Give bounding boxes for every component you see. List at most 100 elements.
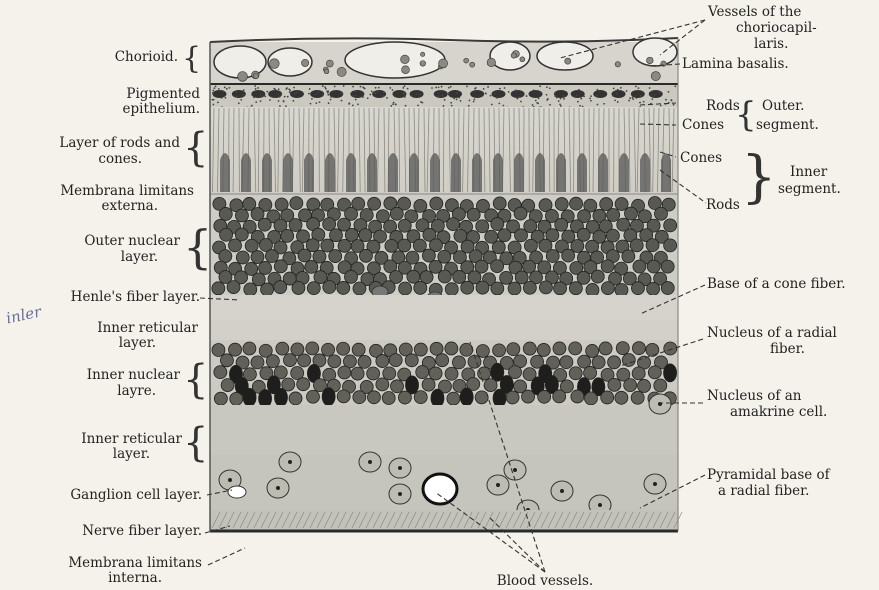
- outer-nucleus: [219, 207, 232, 220]
- pigment-dot: [310, 103, 312, 105]
- pigment-dot: [613, 87, 615, 89]
- pigment-dot: [617, 89, 619, 91]
- inner-nucleus: [615, 391, 628, 404]
- inner-nucleus: [506, 391, 519, 404]
- pigment-dot: [217, 102, 219, 104]
- inner-nucleus: [338, 366, 351, 379]
- label-cones-inner: Cones: [680, 150, 722, 166]
- chorioid-cell: [420, 61, 426, 67]
- pigment-dot: [278, 88, 280, 90]
- pigment-dot: [559, 103, 561, 105]
- outer-nucleus: [244, 283, 257, 296]
- outer-nucleus: [498, 229, 511, 242]
- chorioid-cell: [337, 67, 346, 76]
- pigment-dot: [319, 101, 321, 103]
- rod-fiber: [399, 108, 400, 192]
- chorioid-cell: [402, 66, 410, 74]
- pigment-nucleus: [612, 90, 626, 98]
- pigment-dot: [496, 97, 498, 99]
- cone-inner-segment: [409, 153, 419, 192]
- outer-nucleus: [274, 260, 287, 273]
- pigment-dot: [284, 96, 286, 98]
- pigment-dot: [419, 93, 421, 95]
- pigment-dot: [577, 101, 579, 103]
- pigment-dot: [590, 100, 592, 102]
- outer-nucleus: [236, 251, 249, 264]
- pigment-dot: [212, 104, 214, 106]
- pigment-dot: [562, 95, 564, 97]
- pigment-dot: [327, 90, 329, 92]
- pigment-dot: [392, 103, 394, 105]
- chorioid-cell: [565, 58, 571, 64]
- radial-fiber-nucleus: [460, 388, 473, 406]
- pigment-dot: [330, 96, 332, 98]
- pigment-dot: [579, 105, 581, 107]
- cone-inner-segment: [346, 153, 356, 192]
- pigment-dot: [651, 98, 653, 100]
- pigment-dot: [603, 103, 605, 105]
- pigment-dot: [404, 96, 406, 98]
- outer-nucleus: [229, 239, 242, 252]
- outer-nucleus: [491, 282, 504, 295]
- chorioid-cell: [470, 62, 475, 67]
- outer-nucleus: [615, 197, 628, 210]
- inner-nucleus: [436, 354, 449, 367]
- cone-inner-segment: [472, 153, 482, 192]
- pigment-dot: [448, 92, 450, 94]
- label-inl-2: layre.: [40, 383, 156, 399]
- label-irl2-2: layer.: [30, 446, 150, 462]
- outer-nucleus: [508, 282, 521, 295]
- cone-inner-segment: [535, 153, 545, 192]
- vessel: [490, 42, 530, 70]
- pigment-dot: [213, 87, 215, 89]
- pigment-dot: [212, 92, 214, 94]
- outer-nucleus: [445, 283, 458, 296]
- pigment-dot: [671, 100, 673, 102]
- pigment-dot: [563, 98, 565, 100]
- pigment-dot: [317, 92, 319, 94]
- pigment-dot: [393, 102, 395, 104]
- pigment-dot: [224, 86, 226, 88]
- pigment-dot: [278, 100, 280, 102]
- radial-fiber-nucleus: [431, 389, 444, 407]
- outer-nucleus: [265, 250, 278, 263]
- chorioid-cell: [253, 73, 258, 78]
- pigment-dot: [269, 99, 271, 101]
- pigment-dot: [262, 96, 264, 98]
- pigment-dot: [315, 102, 317, 104]
- pigment-dot: [260, 100, 262, 102]
- outer-nucleus: [661, 282, 674, 295]
- label-outer-1: Outer.: [762, 98, 804, 114]
- inner-nucleus: [389, 354, 402, 367]
- pigment-nucleus: [631, 90, 645, 98]
- outer-nucleus: [258, 218, 271, 231]
- pigment-dot: [532, 104, 534, 106]
- inner-nucleus: [422, 378, 435, 391]
- inner-nucleus: [445, 342, 458, 355]
- outer-nucleus: [337, 281, 350, 294]
- pigment-dot: [277, 93, 279, 95]
- pigment-dot: [341, 93, 343, 95]
- label-vessels-2: choriocapil-: [736, 20, 817, 36]
- outer-nucleus: [514, 207, 527, 220]
- pigment-dot: [327, 94, 329, 96]
- outer-nucleus: [664, 239, 677, 252]
- pigment-dot: [533, 90, 535, 92]
- label-onl-1: Outer nuclear: [40, 233, 180, 249]
- pigment-dot: [293, 87, 295, 89]
- pigment-dot: [483, 88, 485, 90]
- pigment-dot: [596, 89, 598, 91]
- pigment-dot: [580, 98, 582, 100]
- cone-inner-segment: [619, 153, 629, 192]
- brace-onl: {: [183, 224, 212, 270]
- outer-nucleus: [220, 228, 233, 241]
- cone-inner-segment: [367, 153, 377, 192]
- outer-nucleus: [329, 229, 342, 242]
- label-nerve: Nerve fiber layer.: [10, 523, 202, 539]
- outer-nucleus: [407, 270, 420, 283]
- chorioid-cell: [326, 60, 333, 67]
- pigment-dot: [288, 88, 290, 90]
- pigment-dot: [485, 92, 487, 94]
- pigment-dot: [327, 92, 329, 94]
- pigment-dot: [367, 97, 369, 99]
